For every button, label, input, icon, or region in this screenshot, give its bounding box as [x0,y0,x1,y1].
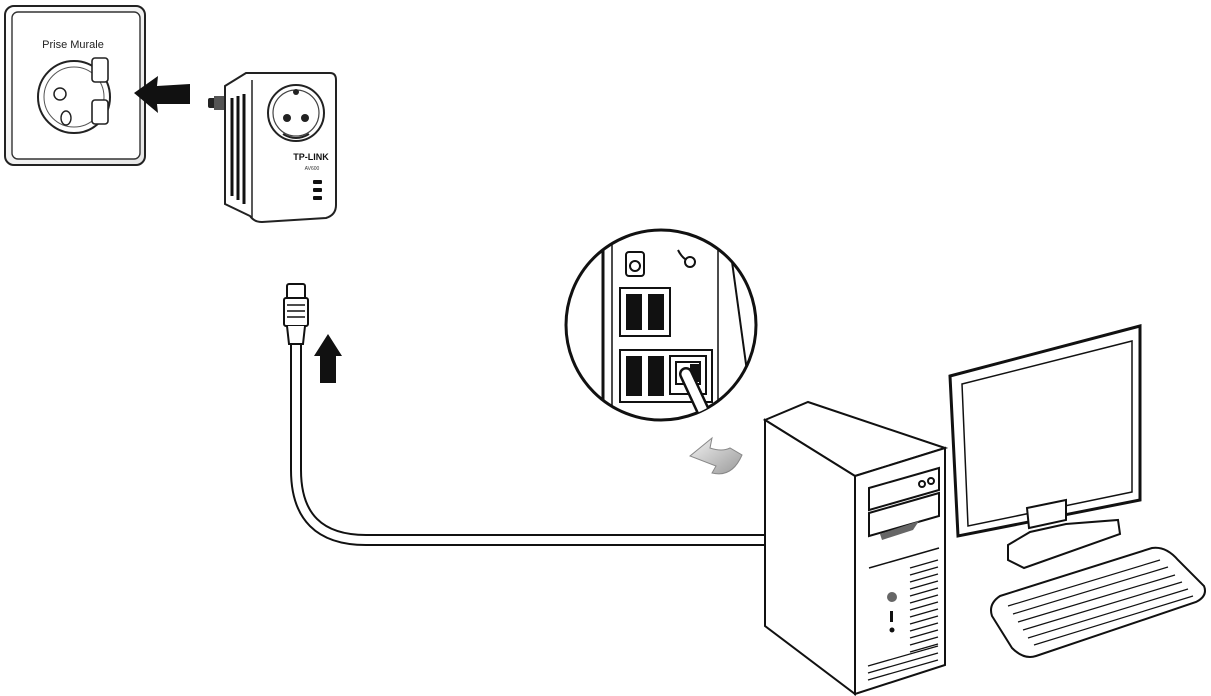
curved-arrow-icon [689,436,743,475]
push-arrow-icon [134,76,190,113]
adapter-led-icons [313,180,322,200]
up-arrow-icon [314,334,342,383]
adapter-model: AV600 [305,166,320,172]
wall-outlet: Prise Murale [4,5,146,166]
rj45-connector [283,283,309,345]
ethernet-cable [283,283,765,546]
port-zoom-view [564,228,758,422]
outlet-label: Prise Murale [42,39,104,51]
keyboard [990,546,1206,658]
adapter-brand: TP-LINK [293,152,329,162]
powerline-adapter: TP-LINK AV600 [208,72,337,224]
pc-tower [762,400,949,696]
monitor [948,324,1142,570]
